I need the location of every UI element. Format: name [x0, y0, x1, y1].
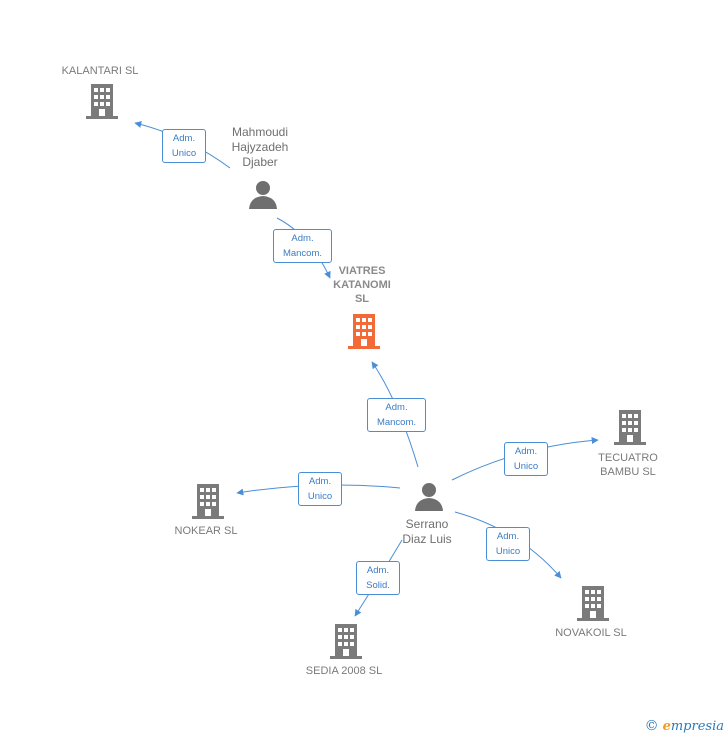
edge-role: Adm.	[385, 402, 408, 413]
edge-label-serrano-nokear[interactable]: Adm. Unico	[298, 472, 342, 506]
building-icon[interactable]	[348, 314, 380, 355]
person-label-serrano[interactable]: Serrano Diaz Luis	[402, 517, 452, 546]
building-icon[interactable]	[192, 484, 224, 525]
edge-role-type: Unico	[171, 148, 197, 159]
company-label-sedia[interactable]: SEDIA 2008 SL	[305, 665, 383, 677]
edge-role-type: Mancom.	[376, 417, 417, 428]
person-label-mahmoudi[interactable]: Mahmoudi Hajyzadeh Djaber	[231, 125, 289, 169]
edge-label-serrano-sedia[interactable]: Adm. Solid.	[356, 561, 400, 595]
edge-role: Adm.	[496, 531, 520, 542]
person-icon[interactable]	[414, 482, 444, 517]
edge-label-serrano-viatres[interactable]: Adm. Mancom.	[367, 398, 426, 432]
building-icon[interactable]	[86, 84, 118, 125]
company-label-novakoil[interactable]: NOVAKOIL SL	[555, 627, 627, 639]
brand-initial: e	[662, 719, 671, 734]
edge-role: Adm.	[308, 476, 332, 487]
edge-role-type: Unico	[495, 546, 521, 557]
building-icon[interactable]	[614, 410, 646, 451]
brand-name: mpresia	[670, 719, 724, 734]
building-icon[interactable]	[330, 624, 362, 665]
edge-label-serrano-tecuatro[interactable]: Adm. Unico	[504, 442, 548, 476]
company-label-kalantari[interactable]: KALANTARI SL	[61, 65, 139, 77]
edge-role: Adm.	[366, 565, 390, 576]
company-label-tecuatro[interactable]: TECUATRO BAMBU SL	[598, 452, 658, 478]
empresia-watermark[interactable]: ©empresia	[645, 718, 724, 734]
edge-role-type: Mancom.	[282, 248, 323, 259]
edge-label-serrano-novakoil[interactable]: Adm. Unico	[486, 527, 530, 561]
company-label-nokear[interactable]: NOKEAR SL	[174, 525, 238, 537]
building-icon[interactable]	[577, 586, 609, 627]
edge-role: Adm.	[172, 133, 196, 144]
edge-role-type: Unico	[307, 491, 333, 502]
edge-label-mahmoudi-viatres[interactable]: Adm. Mancom.	[273, 229, 332, 263]
company-label-viatres[interactable]: VIATRES KATANOMI SL	[333, 265, 391, 305]
edge-label-mahmoudi-kalantari[interactable]: Adm. Unico	[162, 129, 206, 163]
edge-role: Adm.	[291, 233, 314, 244]
edge-role-type: Unico	[513, 461, 539, 472]
edge-role: Adm.	[514, 446, 538, 457]
copyright-icon: ©	[644, 718, 659, 734]
edge-role-type: Solid.	[366, 580, 390, 591]
person-icon[interactable]	[248, 180, 278, 215]
